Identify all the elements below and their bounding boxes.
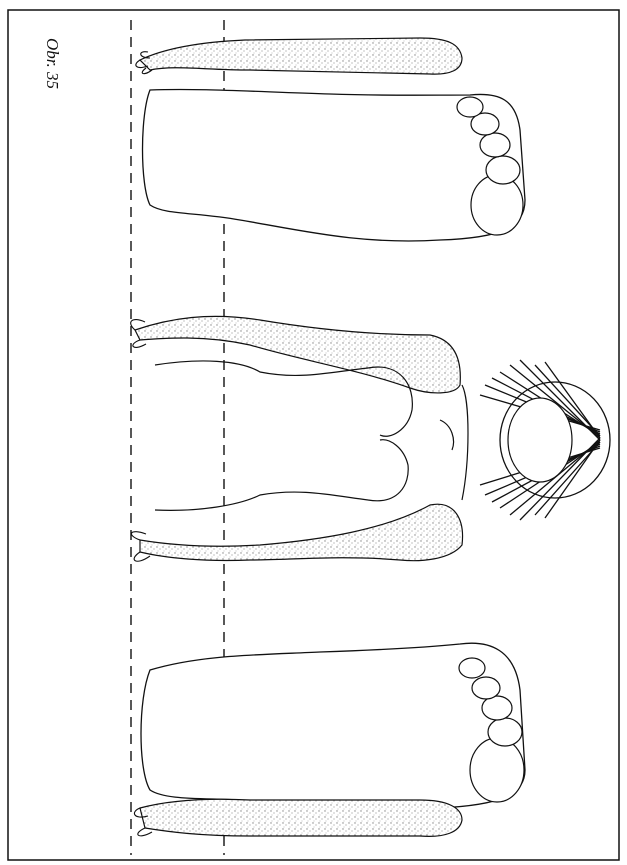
arm-body-lower	[131, 504, 462, 561]
figure-caption: Obr. 35	[42, 38, 62, 89]
arm-bottom	[134, 799, 462, 836]
head-hair	[480, 360, 610, 520]
arm-top	[136, 38, 462, 74]
arm-body-upper	[131, 316, 461, 393]
